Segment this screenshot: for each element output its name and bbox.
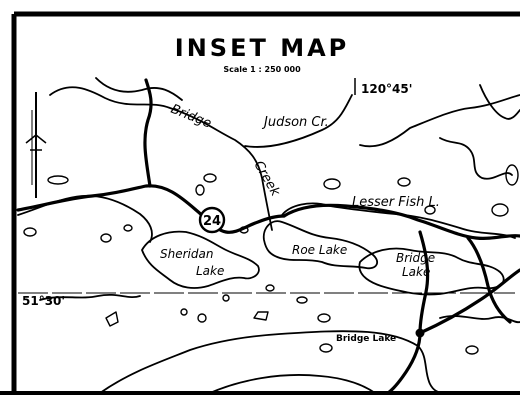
creek-east [359,94,520,148]
bridge-lake-town-marker [415,328,425,338]
road-east [466,236,512,324]
shore-south [99,330,419,394]
river-north-branch [95,77,183,101]
highway-24 [16,184,286,234]
sheridan-lake [141,230,260,289]
map-title: INSET MAP [175,34,349,62]
north-arrow-icon [25,92,47,198]
label-roe-lake: Roe Lake [292,243,347,257]
river-south [417,345,445,394]
stream-northeast [479,84,520,120]
road-north [143,78,153,188]
label-lesser-fish-lake: Lesser Fish L. [352,195,440,210]
road-southeast [418,268,520,335]
shore-east [439,137,513,180]
small-lakes [23,164,519,355]
label-sheridan-lake: Lake [196,264,224,278]
shore-southeast [439,315,520,324]
highway-shield-number: 24 [203,214,221,229]
shore-southwest [39,293,141,301]
roe-lake [262,220,379,270]
latitude-label: 51°30' [22,294,65,308]
map-scale: Scale 1 : 250 000 [223,65,301,74]
highway-24-east [282,203,520,241]
river-north [49,86,273,231]
label-bridge-lake-town: Bridge Lake [336,334,396,344]
creek-judson [244,94,353,148]
highway-shield-icon: 24 [198,206,226,234]
longitude-label: 120°45' [361,82,412,96]
label-bridge-lake-2: Lake [402,265,430,279]
label-judson-creek: Judson Cr. [261,115,329,130]
label-bridge-lake-1: Bridge [396,251,435,265]
label-sheridan: Sheridan [160,247,213,261]
shore-bottom-west [209,374,376,394]
